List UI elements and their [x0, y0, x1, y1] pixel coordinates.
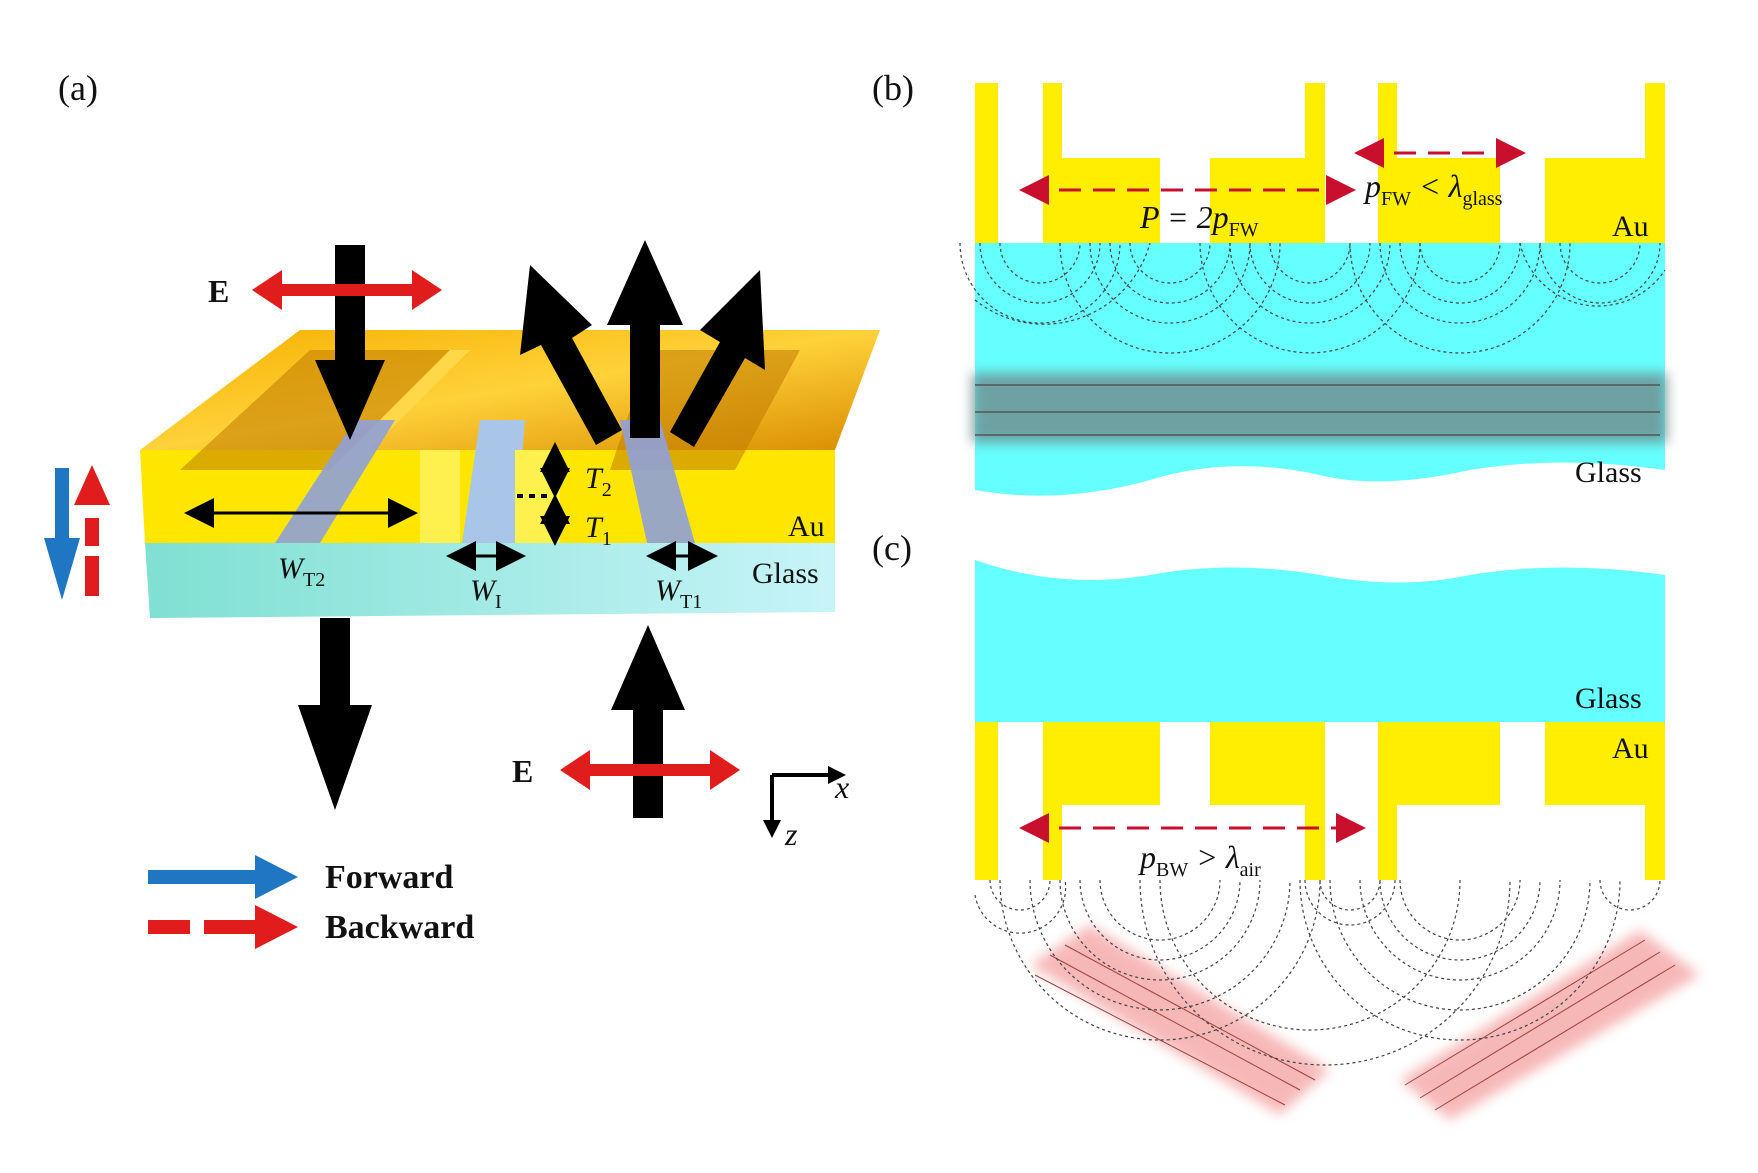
legend-backward-label: Backward [325, 909, 474, 946]
transmitted-beam-b [972, 373, 1667, 443]
side-backward-dash-2 [85, 556, 99, 596]
e-top-left-head [252, 270, 282, 310]
step-left [420, 450, 460, 543]
au-pillar-c-3 [1210, 722, 1325, 880]
x-axis-head [828, 766, 846, 784]
panel-c-label: (c) [872, 528, 912, 568]
diffracted-beam-left-c [1030, 925, 1330, 1115]
incident-arrow-bottom [611, 625, 685, 818]
wi-label: WI [470, 574, 502, 613]
x-axis-label: x [834, 769, 849, 805]
au-pillar-c-1 [975, 722, 998, 880]
panel-c: (c) [872, 528, 1700, 1120]
pfw-label-b: pFW < λglass [1363, 168, 1503, 210]
e-label-bottom: E [512, 753, 533, 789]
au-pillar-c-4 [1378, 722, 1500, 880]
au-label-a: Au [788, 510, 825, 543]
legend-forward-label: Forward [325, 859, 454, 896]
au-pillar-b-1 [975, 83, 998, 243]
au-label-c: Au [1612, 732, 1649, 765]
glass-region-b [975, 243, 1665, 496]
glass-label-b: Glass [1575, 456, 1642, 489]
incident-arrow-top [315, 245, 385, 440]
au-pillar-b-4 [1545, 83, 1665, 243]
au-pillar-b-3 [1378, 83, 1500, 243]
left-ridge [180, 350, 450, 470]
z-axis-head [763, 820, 781, 838]
legend-backward-head [255, 905, 298, 949]
side-backward-dash-1 [85, 518, 99, 546]
wt2-label: WT2 [278, 552, 325, 591]
diffracted-beam-right-c [1400, 930, 1700, 1120]
panel-a-label: (a) [58, 68, 98, 108]
panel-a: (a) Au Glass T2 T1 WT2 WI W [44, 68, 880, 949]
right-groove [620, 420, 695, 543]
e-label-top: E [208, 273, 229, 309]
e-top-right-head [412, 270, 442, 310]
glass-label-a: Glass [752, 557, 819, 590]
t1-label: T1 [585, 511, 612, 550]
side-forward-arrow-shaft [55, 468, 69, 538]
period-label-b: P = 2pFW [1139, 199, 1259, 241]
wavelets-c [974, 879, 1661, 1066]
legend-forward-shaft [148, 870, 258, 884]
z-axis-label: z [784, 816, 798, 852]
side-forward-arrow-head [44, 538, 80, 600]
legend-backward-dash-2 [204, 920, 258, 934]
pbw-label-c: pBW > λair [1138, 839, 1261, 881]
panel-b: (b) [872, 68, 1667, 496]
au-pillar-c-2 [1043, 722, 1160, 880]
glass-label-c: Glass [1575, 682, 1642, 715]
t2-label: T2 [585, 462, 612, 501]
diffracted-arrow-center [607, 240, 683, 438]
glass-region-c [975, 560, 1665, 722]
diffracted-arrow-right [670, 270, 765, 447]
central-slit [462, 420, 525, 543]
e-bottom-left-head [560, 750, 590, 790]
wt1-label: WT1 [655, 574, 702, 613]
legend-backward-dash-1 [148, 920, 190, 934]
side-backward-arrow-head [74, 465, 110, 505]
e-bottom-right-head [710, 750, 740, 790]
transmitted-arrow [298, 618, 372, 810]
au-pillar-c-5 [1545, 722, 1665, 880]
wavelets-b [959, 242, 1666, 354]
legend: Forward Backward [148, 855, 474, 949]
legend-forward-head [255, 855, 298, 899]
au-label-b: Au [1612, 210, 1649, 243]
diffracted-arrow-left [520, 265, 622, 445]
panel-b-label: (b) [872, 68, 914, 108]
